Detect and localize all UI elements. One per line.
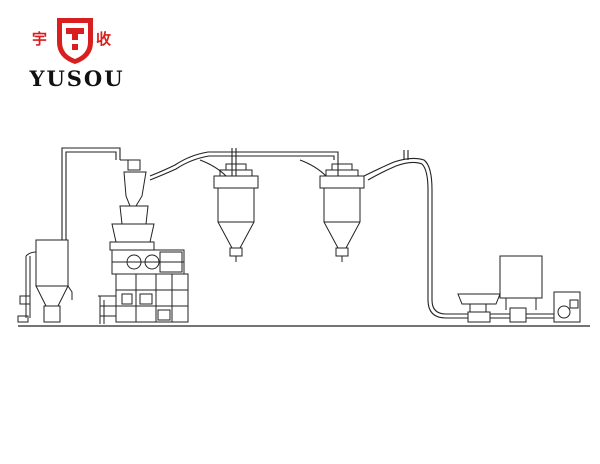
dust-collector-tower xyxy=(17,239,73,323)
cyclone-separator-1 xyxy=(213,163,259,262)
company-logo: 宇 收 YUSOU xyxy=(0,0,150,100)
support-platform xyxy=(98,273,189,324)
logo-chinese-right: 收 xyxy=(96,30,112,48)
feed-hopper xyxy=(457,293,501,323)
logo-english-name: YUSOU xyxy=(29,66,125,91)
logo-chinese-left: 宇 xyxy=(32,30,48,48)
rotary-valve xyxy=(490,307,527,323)
blower-motor xyxy=(526,291,581,323)
crusher-hopper xyxy=(109,205,155,251)
pre-cyclone xyxy=(120,159,147,207)
logo-shield-icon xyxy=(57,18,93,64)
cyclone-separator-2 xyxy=(319,163,365,262)
crusher-unit xyxy=(111,249,185,275)
storage-tank xyxy=(499,255,543,310)
conveying-pipeline xyxy=(61,147,468,319)
